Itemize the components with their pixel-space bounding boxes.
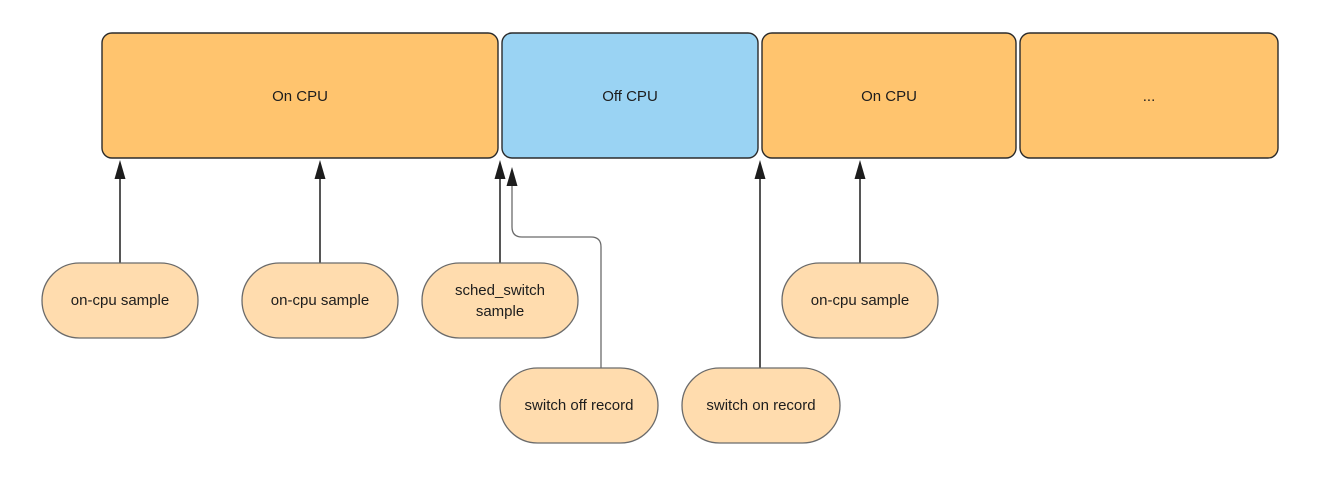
timeline-track: On CPU Off CPU On CPU ... <box>101 32 1279 159</box>
timeline-segment-on-cpu-2[interactable]: On CPU <box>761 32 1017 159</box>
connector-record-switch-on <box>754 160 766 368</box>
sample-pills-group: on-cpu sample on-cpu sample sched_switch… <box>41 262 939 339</box>
connector-sample-on-cpu-2 <box>314 160 326 263</box>
record-pill-label-switch-on: switch on record <box>706 397 815 414</box>
arrow-head-sample-on-cpu-1 <box>114 160 126 179</box>
sample-pill-on-cpu-3[interactable]: on-cpu sample <box>781 262 939 339</box>
timeline-segment-ellipsis[interactable]: ... <box>1019 32 1279 159</box>
segment-rect-ellipsis[interactable] <box>1019 32 1279 159</box>
timeline-segment-on-cpu-1[interactable]: On CPU <box>101 32 499 159</box>
sample-pill-rect-sched-switch[interactable] <box>421 262 579 339</box>
record-pill-switch-off[interactable]: switch off record <box>499 367 659 444</box>
sample-pill-label-on-cpu-3: on-cpu sample <box>811 292 909 309</box>
record-pill-rect-switch-off[interactable] <box>499 367 659 444</box>
sample-pill-rect-on-cpu-1[interactable] <box>41 262 199 339</box>
connector-sample-on-cpu-1 <box>114 160 126 263</box>
segment-rect-off-cpu-1[interactable] <box>501 32 759 159</box>
arrow-head-sample-sched-switch <box>494 160 506 179</box>
timeline-segment-off-cpu-1[interactable]: Off CPU <box>501 32 759 159</box>
record-pill-label-switch-off: switch off record <box>525 397 634 414</box>
sample-pill-label-on-cpu-2: on-cpu sample <box>271 292 369 309</box>
sample-pill-rect-on-cpu-3[interactable] <box>781 262 939 339</box>
connector-sample-sched-switch <box>494 160 506 263</box>
segment-label-ellipsis: ... <box>1143 88 1156 105</box>
record-pills-group: switch off record switch on record <box>499 367 841 444</box>
sample-pill-sched-switch[interactable]: sched_switch sample <box>421 262 579 339</box>
record-pill-switch-on[interactable]: switch on record <box>681 367 841 444</box>
segment-label-off-cpu-1: Off CPU <box>602 88 658 105</box>
segment-rect-on-cpu-2[interactable] <box>761 32 1017 159</box>
segment-label-on-cpu-2: On CPU <box>861 88 917 105</box>
arrow-head-record-switch-off <box>506 167 518 186</box>
connector-sample-on-cpu-3 <box>854 160 866 263</box>
segment-label-on-cpu-1: On CPU <box>272 88 328 105</box>
arrow-head-sample-on-cpu-2 <box>314 160 326 179</box>
sample-pill-label-on-cpu-1: on-cpu sample <box>71 292 169 309</box>
segment-rect-on-cpu-1[interactable] <box>101 32 499 159</box>
connectors-group <box>114 160 866 368</box>
record-pill-rect-switch-on[interactable] <box>681 367 841 444</box>
sample-pill-on-cpu-1[interactable]: on-cpu sample <box>41 262 199 339</box>
connector-path-record-switch-off <box>511 186 602 368</box>
arrow-head-record-switch-on <box>754 160 766 179</box>
sample-pill-on-cpu-2[interactable]: on-cpu sample <box>241 262 399 339</box>
sample-pill-label-sched-switch-line1: sched_switch <box>455 282 545 299</box>
connector-record-switch-off <box>506 167 602 368</box>
sample-pill-rect-on-cpu-2[interactable] <box>241 262 399 339</box>
sample-pill-label-sched-switch-line2: sample <box>476 303 524 320</box>
arrow-head-sample-on-cpu-3 <box>854 160 866 179</box>
